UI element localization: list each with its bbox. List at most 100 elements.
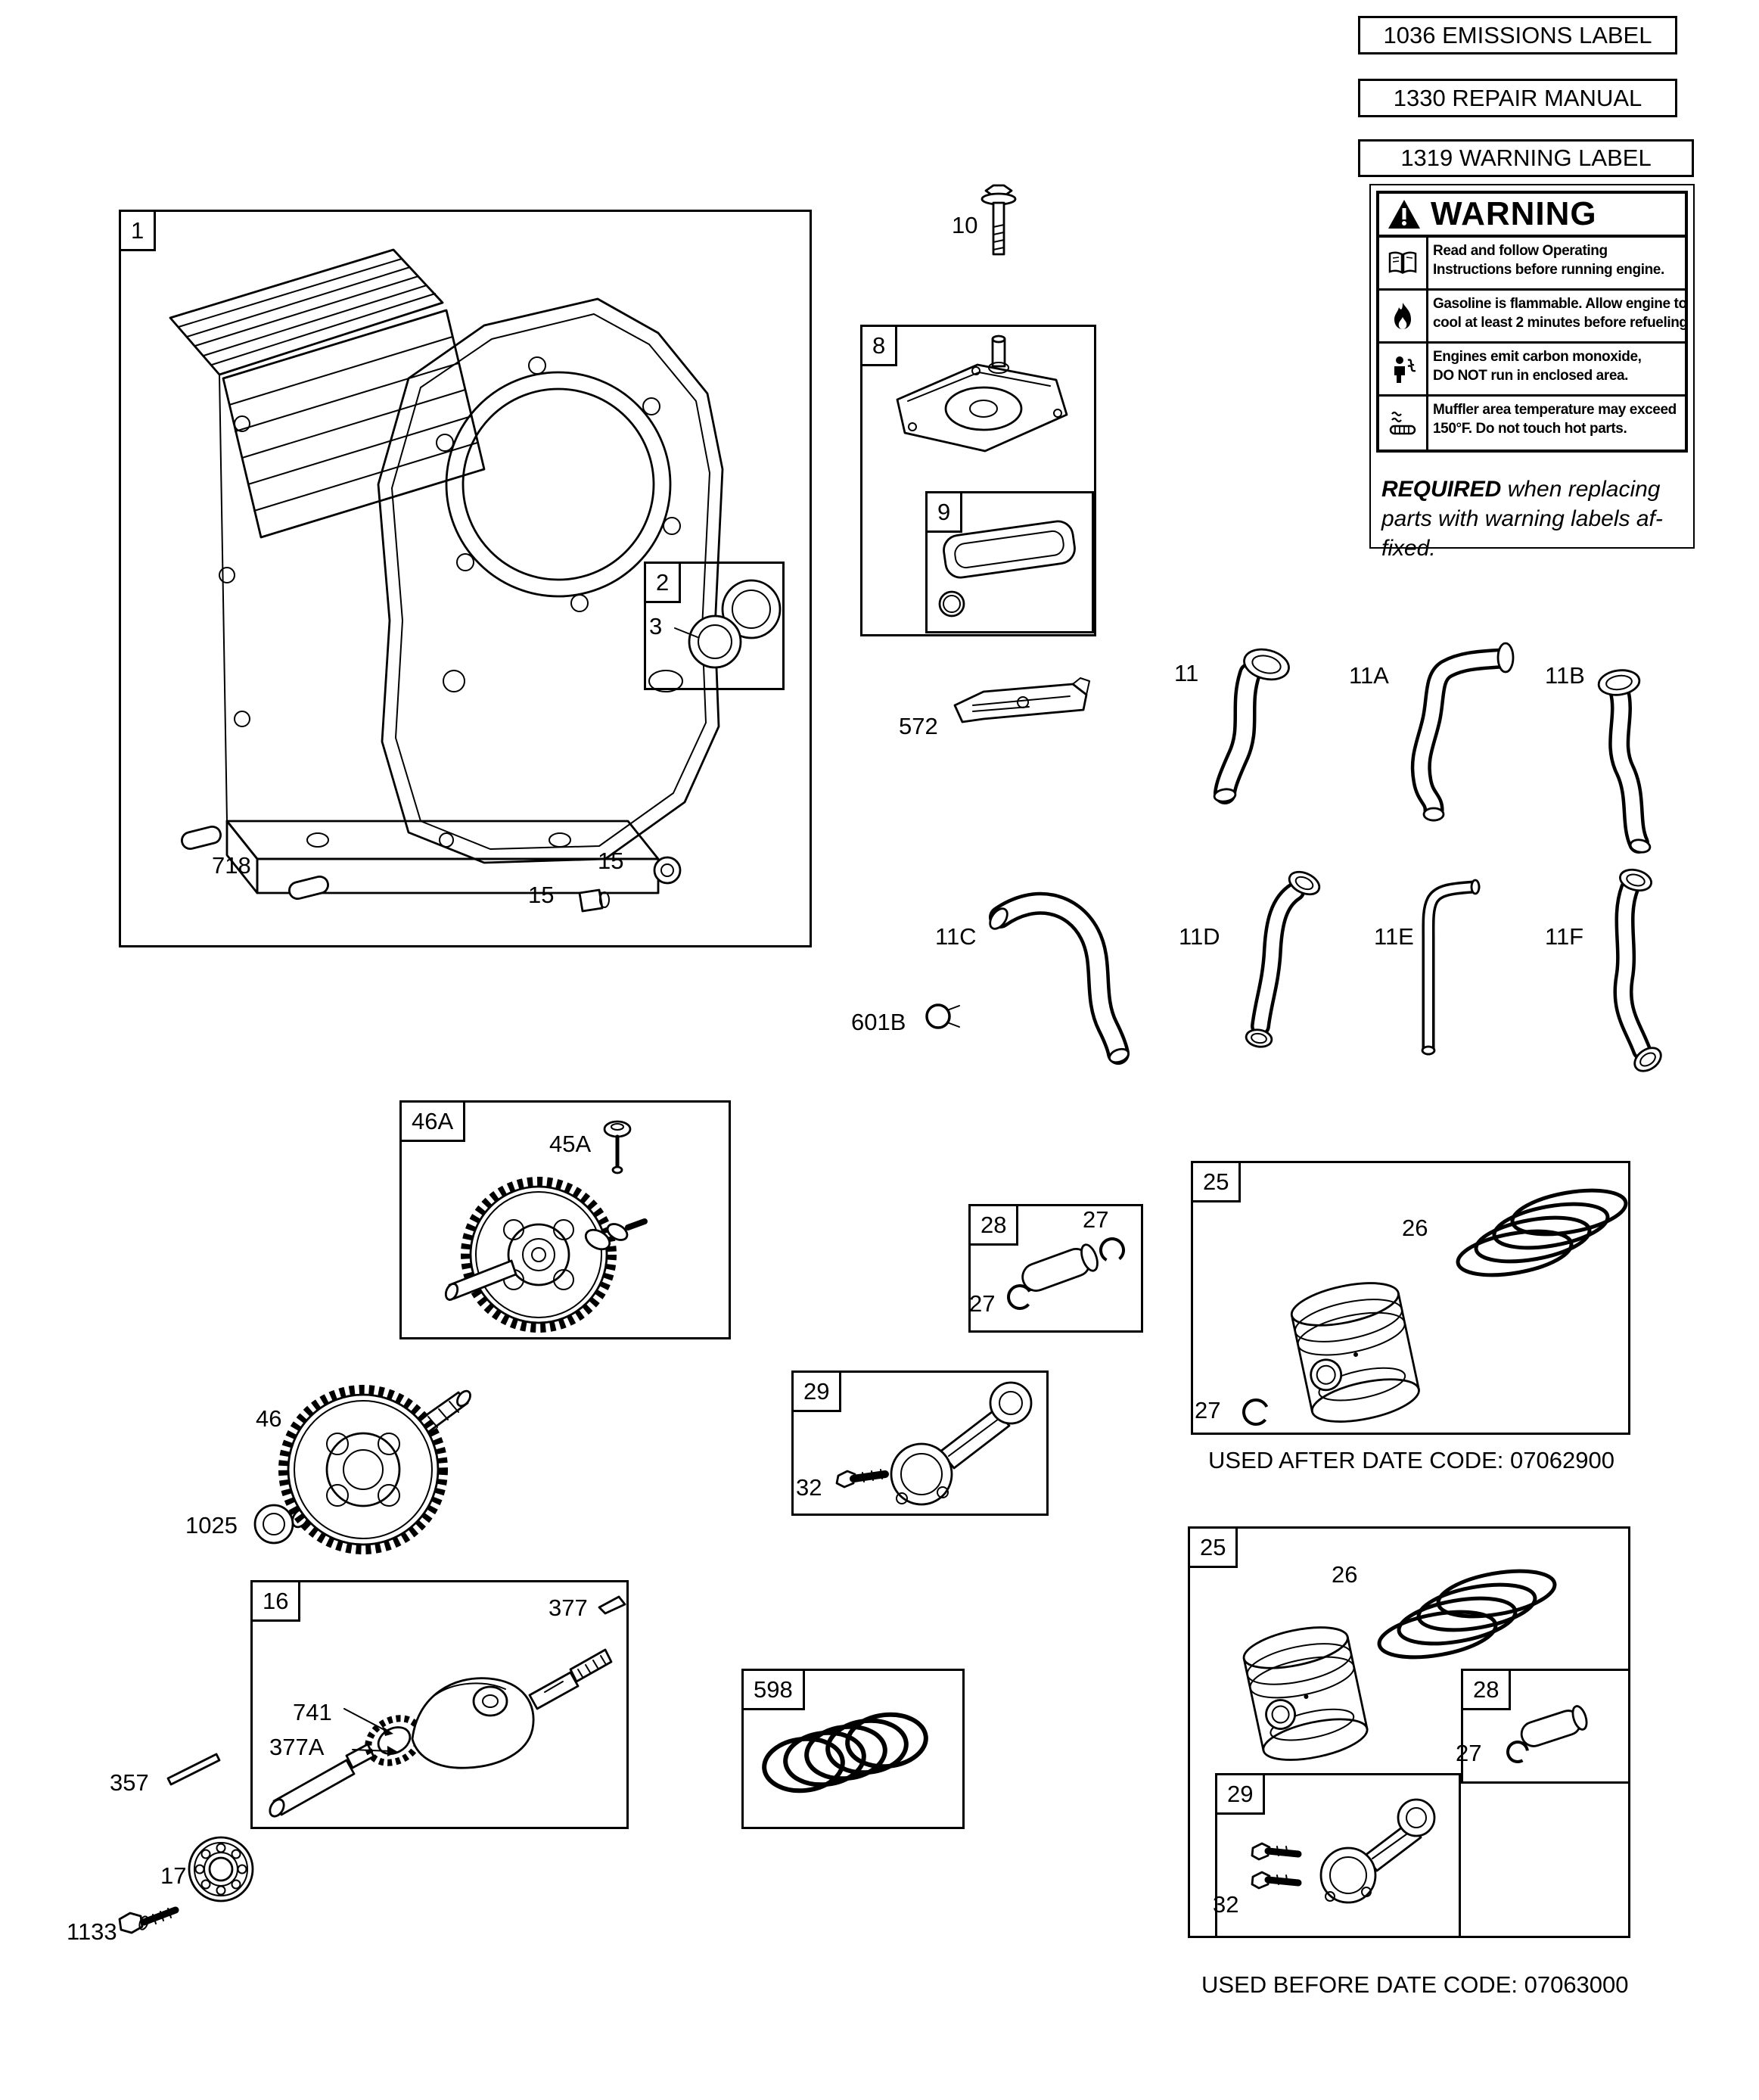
emissions-label-box: 1036 EMISSIONS LABEL (1358, 16, 1677, 54)
group-box-28-bottom: 28 (1461, 1669, 1630, 1784)
group-box-29-bottom: 29 (1215, 1773, 1461, 1938)
group-box-25-top: 25 (1191, 1161, 1630, 1435)
warning-sticker: WARNING Read and follow Operating Instru… (1376, 191, 1688, 453)
callout-377A: 377A (269, 1734, 325, 1760)
callout-27-box25-top: 27 (1195, 1397, 1221, 1423)
hose-11C-drawing (989, 891, 1130, 1065)
hose-11E-drawing (1421, 879, 1481, 1056)
callout-27-box28-top-b: 27 (969, 1290, 996, 1317)
warning-row-3-text: Engines emit carbon monoxide, DO NOT run… (1428, 344, 1646, 394)
callout-11B: 11B (1545, 662, 1585, 689)
connecting-rod-bottom (1251, 1798, 1436, 1904)
emissions-label-text: 1036 EMISSIONS LABEL (1383, 21, 1652, 48)
callout-357: 357 (110, 1769, 149, 1796)
repair-manual-label-text: 1330 REPAIR MANUAL (1393, 84, 1642, 111)
rocker-gasket-drawing (938, 520, 1076, 618)
date-code-note-after: USED AFTER DATE CODE: 07062900 (1208, 1447, 1614, 1473)
hose-11D-drawing (1245, 870, 1321, 1048)
bushing-drawing (253, 1504, 294, 1545)
flame-icon (1379, 291, 1428, 341)
hose-11A-drawing (1410, 642, 1515, 822)
callout-box-25-bottom: 25 (1188, 1526, 1238, 1568)
callout-11A: 11A (1349, 662, 1389, 689)
callout-26-top: 26 (1402, 1215, 1428, 1241)
group-box-28-top: 28 (968, 1204, 1143, 1333)
warning-row-2: Gasoline is flammable. Allow engine to c… (1379, 291, 1685, 344)
piston-pin-group-bottom (1506, 1705, 1588, 1763)
callout-box-28-bottom: 28 (1461, 1669, 1512, 1710)
hose-11-drawing (1213, 648, 1290, 804)
callout-1025: 1025 (185, 1512, 238, 1538)
warning-row-1-text: Read and follow Operating Instructions b… (1428, 238, 1669, 288)
group-box-46A: 46A (399, 1100, 731, 1339)
group-box-9: 9 (925, 491, 1094, 633)
timing-gear-drawing (278, 1385, 471, 1554)
callout-10: 10 (952, 212, 978, 238)
warning-title: WARNING (1431, 195, 1597, 232)
hex-bolt-drawing (118, 1906, 179, 1934)
group-box-16: 16 (250, 1580, 629, 1829)
callout-15-a: 15 (598, 848, 624, 874)
required-note-bold: REQUIRED (1381, 477, 1502, 502)
callout-601B: 601B (851, 1009, 906, 1035)
warning-label-box: 1319 WARNING LABEL (1358, 139, 1694, 177)
callout-box-28-top: 28 (968, 1204, 1019, 1246)
callout-32-bottom: 32 (1213, 1891, 1239, 1918)
camshaft-drawing (444, 1120, 648, 1333)
oil-plug-drawings (578, 856, 682, 913)
warning-row-2-line-1: Gasoline is flammable. Allow engine to (1433, 296, 1685, 312)
group-box-8: 8 (860, 325, 1096, 636)
warning-row-4-text: Muffler area temperature may exceed 150°… (1428, 397, 1681, 450)
callout-box-8: 8 (860, 325, 898, 366)
callout-3: 3 (649, 613, 663, 639)
crankshaft-drawing (269, 1595, 626, 1818)
oil-seal-drawings (674, 579, 782, 669)
callout-box-46A: 46A (399, 1100, 466, 1142)
callout-17: 17 (160, 1862, 187, 1889)
warning-row-4-line-1: Muffler area temperature may exceed (1433, 402, 1677, 418)
piston-assembly-bottom (1242, 1569, 1557, 1761)
warning-label-text: 1319 WARNING LABEL (1400, 145, 1652, 171)
callout-box-2: 2 (644, 562, 682, 603)
callout-box-16: 16 (250, 1580, 301, 1622)
callout-27-box28-top-a: 27 (1083, 1206, 1109, 1233)
rocker-cover-drawing (896, 334, 1068, 453)
warning-row-3-line-1: Engines emit carbon monoxide, (1433, 349, 1642, 365)
callout-box-29-top: 29 (791, 1370, 842, 1412)
hose-11F-drawing (1613, 868, 1662, 1072)
key-pin-drawing (166, 1753, 221, 1786)
callout-46: 46 (256, 1405, 282, 1432)
callout-11C: 11C (935, 923, 977, 950)
piston-assembly-top (1242, 1188, 1628, 1426)
required-note: REQUIRED when replacing parts with warni… (1381, 474, 1663, 563)
callout-box-598: 598 (741, 1669, 805, 1710)
flange-bolt-drawing (981, 184, 1017, 256)
group-box-598: 598 (741, 1669, 965, 1829)
carbon-monoxide-icon (1379, 344, 1428, 394)
callout-26-bottom: 26 (1332, 1561, 1358, 1588)
callout-11E: 11E (1374, 923, 1414, 950)
callout-15-b: 15 (528, 882, 555, 908)
required-note-line-1: when replacing (1501, 477, 1661, 502)
callout-box-9: 9 (925, 491, 963, 533)
group-box-1: 1 (119, 210, 812, 947)
hose-11B-drawing (1597, 669, 1652, 854)
cylinder-crankcase-drawing (169, 248, 724, 894)
warning-header: WARNING (1379, 194, 1685, 238)
guard-bracket-drawing (953, 677, 1090, 723)
warning-row-2-text: Gasoline is flammable. Allow engine to c… (1428, 291, 1685, 341)
group-box-2: 2 (644, 562, 785, 690)
warning-row-1-line-2: Instructions before running engine. (1433, 262, 1664, 278)
piston-pin-group-top (1007, 1237, 1125, 1310)
callout-11: 11 (1174, 660, 1199, 686)
warning-row-4-line-2: 150°F. Do not touch hot parts. (1433, 421, 1627, 437)
callout-box-1: 1 (119, 210, 157, 251)
book-icon (1379, 238, 1428, 288)
warning-triangle-icon (1388, 200, 1420, 229)
warning-row-2-line-2: cool at least 2 minutes before refueling… (1433, 315, 1685, 331)
callout-box-25-top: 25 (1191, 1161, 1242, 1202)
callout-741: 741 (293, 1699, 332, 1725)
spring-drawing (762, 1712, 928, 1794)
